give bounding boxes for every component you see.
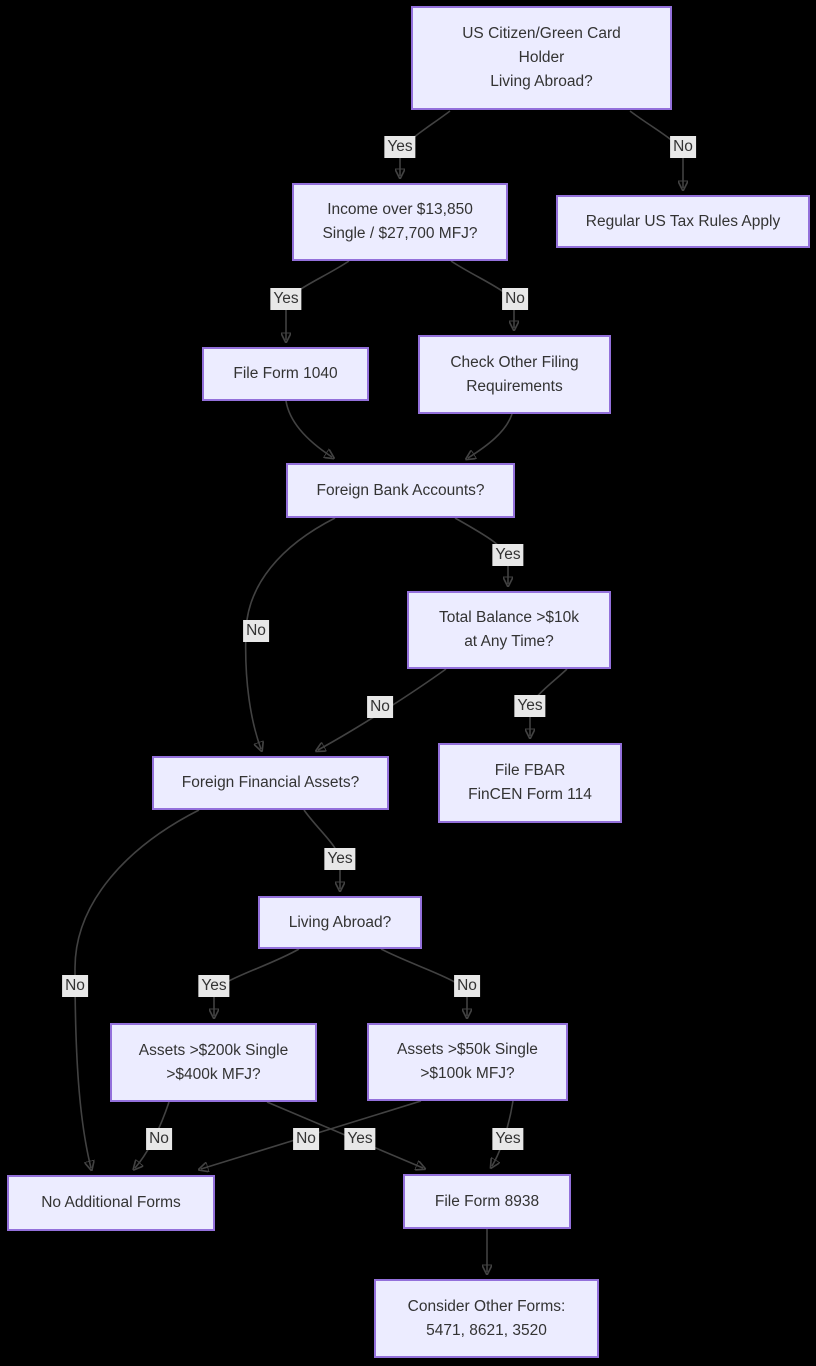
- edge-label-abroad-50k-no: No: [454, 975, 480, 997]
- node-label: Assets >$200k Single >$400k MFJ?: [138, 1041, 289, 1083]
- node-label: Assets >$50k Single >$100k MFJ?: [397, 1041, 538, 1082]
- edge-label-bank-assets-no: No: [243, 620, 269, 642]
- node-label: Consider Other Forms: 5471, 8621, 3520: [407, 1297, 566, 1339]
- node-living-abroad-question: Living Abroad?: [258, 896, 422, 949]
- node-assets-50k-question: Assets >$50k Single >$100k MFJ?: [367, 1023, 568, 1101]
- node-label: Income over $13,850 Single / $27,700 MFJ…: [322, 201, 478, 242]
- node-regular-rules: Regular US Tax Rules Apply: [556, 195, 810, 248]
- node-file-form-8938: File Form 8938: [403, 1174, 571, 1229]
- node-label: File FBAR FinCEN Form 114: [468, 762, 592, 803]
- node-label: US Citizen/Green Card Holder Living Abro…: [462, 25, 621, 90]
- node-file-form-1040: File Form 1040: [202, 347, 369, 401]
- node-total-balance-question: Total Balance >$10k at Any Time?: [407, 591, 611, 669]
- node-label: Regular US Tax Rules Apply: [585, 212, 781, 230]
- edge-label-abroad-200k-yes: Yes: [198, 975, 230, 997]
- node-label: Foreign Financial Assets?: [181, 774, 360, 791]
- node-file-fbar: File FBAR FinCEN Form 114: [438, 743, 622, 823]
- node-label: Living Abroad?: [288, 913, 392, 931]
- edge-label-50k-8938-yes: Yes: [492, 1128, 524, 1150]
- edge-label-balance-fbar-yes: Yes: [514, 695, 546, 717]
- edge-label-assets-noadd-no: No: [62, 975, 88, 997]
- edge-label-50k-noadd-no: No: [293, 1128, 319, 1150]
- edge-form-1040-foreign-bank: [285, 400, 332, 457]
- node-foreign-assets-question: Foreign Financial Assets?: [152, 756, 389, 810]
- node-label: File Form 1040: [233, 365, 338, 382]
- node-label: Foreign Bank Accounts?: [316, 481, 485, 499]
- edge-label-bank-balance-yes: Yes: [492, 544, 524, 566]
- edge-label-root-regular-no: No: [670, 136, 696, 158]
- edge-label-200k-noadd-no: No: [146, 1128, 172, 1150]
- edge-label-root-income-yes: Yes: [384, 136, 416, 158]
- node-root-question: US Citizen/Green Card Holder Living Abro…: [411, 6, 672, 110]
- node-label: Total Balance >$10k at Any Time?: [438, 609, 580, 650]
- node-no-additional-forms: No Additional Forms: [7, 1175, 215, 1231]
- edge-foreign-assets-no-additional: [74, 809, 200, 1168]
- node-foreign-bank-question: Foreign Bank Accounts?: [286, 463, 515, 518]
- edge-label-assets-abroad-yes: Yes: [324, 848, 356, 870]
- edge-label-balance-assets-no: No: [367, 696, 393, 718]
- node-income-question: Income over $13,850 Single / $27,700 MFJ…: [292, 183, 508, 261]
- node-check-other-filing: Check Other Filing Requirements: [418, 335, 611, 414]
- edge-label-200k-8938-yes: Yes: [344, 1128, 376, 1150]
- node-label: No Additional Forms: [41, 1194, 181, 1211]
- node-label: File Form 8938: [434, 1192, 540, 1210]
- edge-label-income-check-no: No: [502, 288, 528, 310]
- edge-label-income-1040-yes: Yes: [270, 288, 302, 310]
- node-label: Check Other Filing Requirements: [450, 353, 579, 395]
- node-consider-other-forms: Consider Other Forms: 5471, 8621, 3520: [374, 1279, 599, 1358]
- node-assets-200k-question: Assets >$200k Single >$400k MFJ?: [110, 1023, 317, 1102]
- edge-check-other-foreign-bank: [468, 413, 513, 458]
